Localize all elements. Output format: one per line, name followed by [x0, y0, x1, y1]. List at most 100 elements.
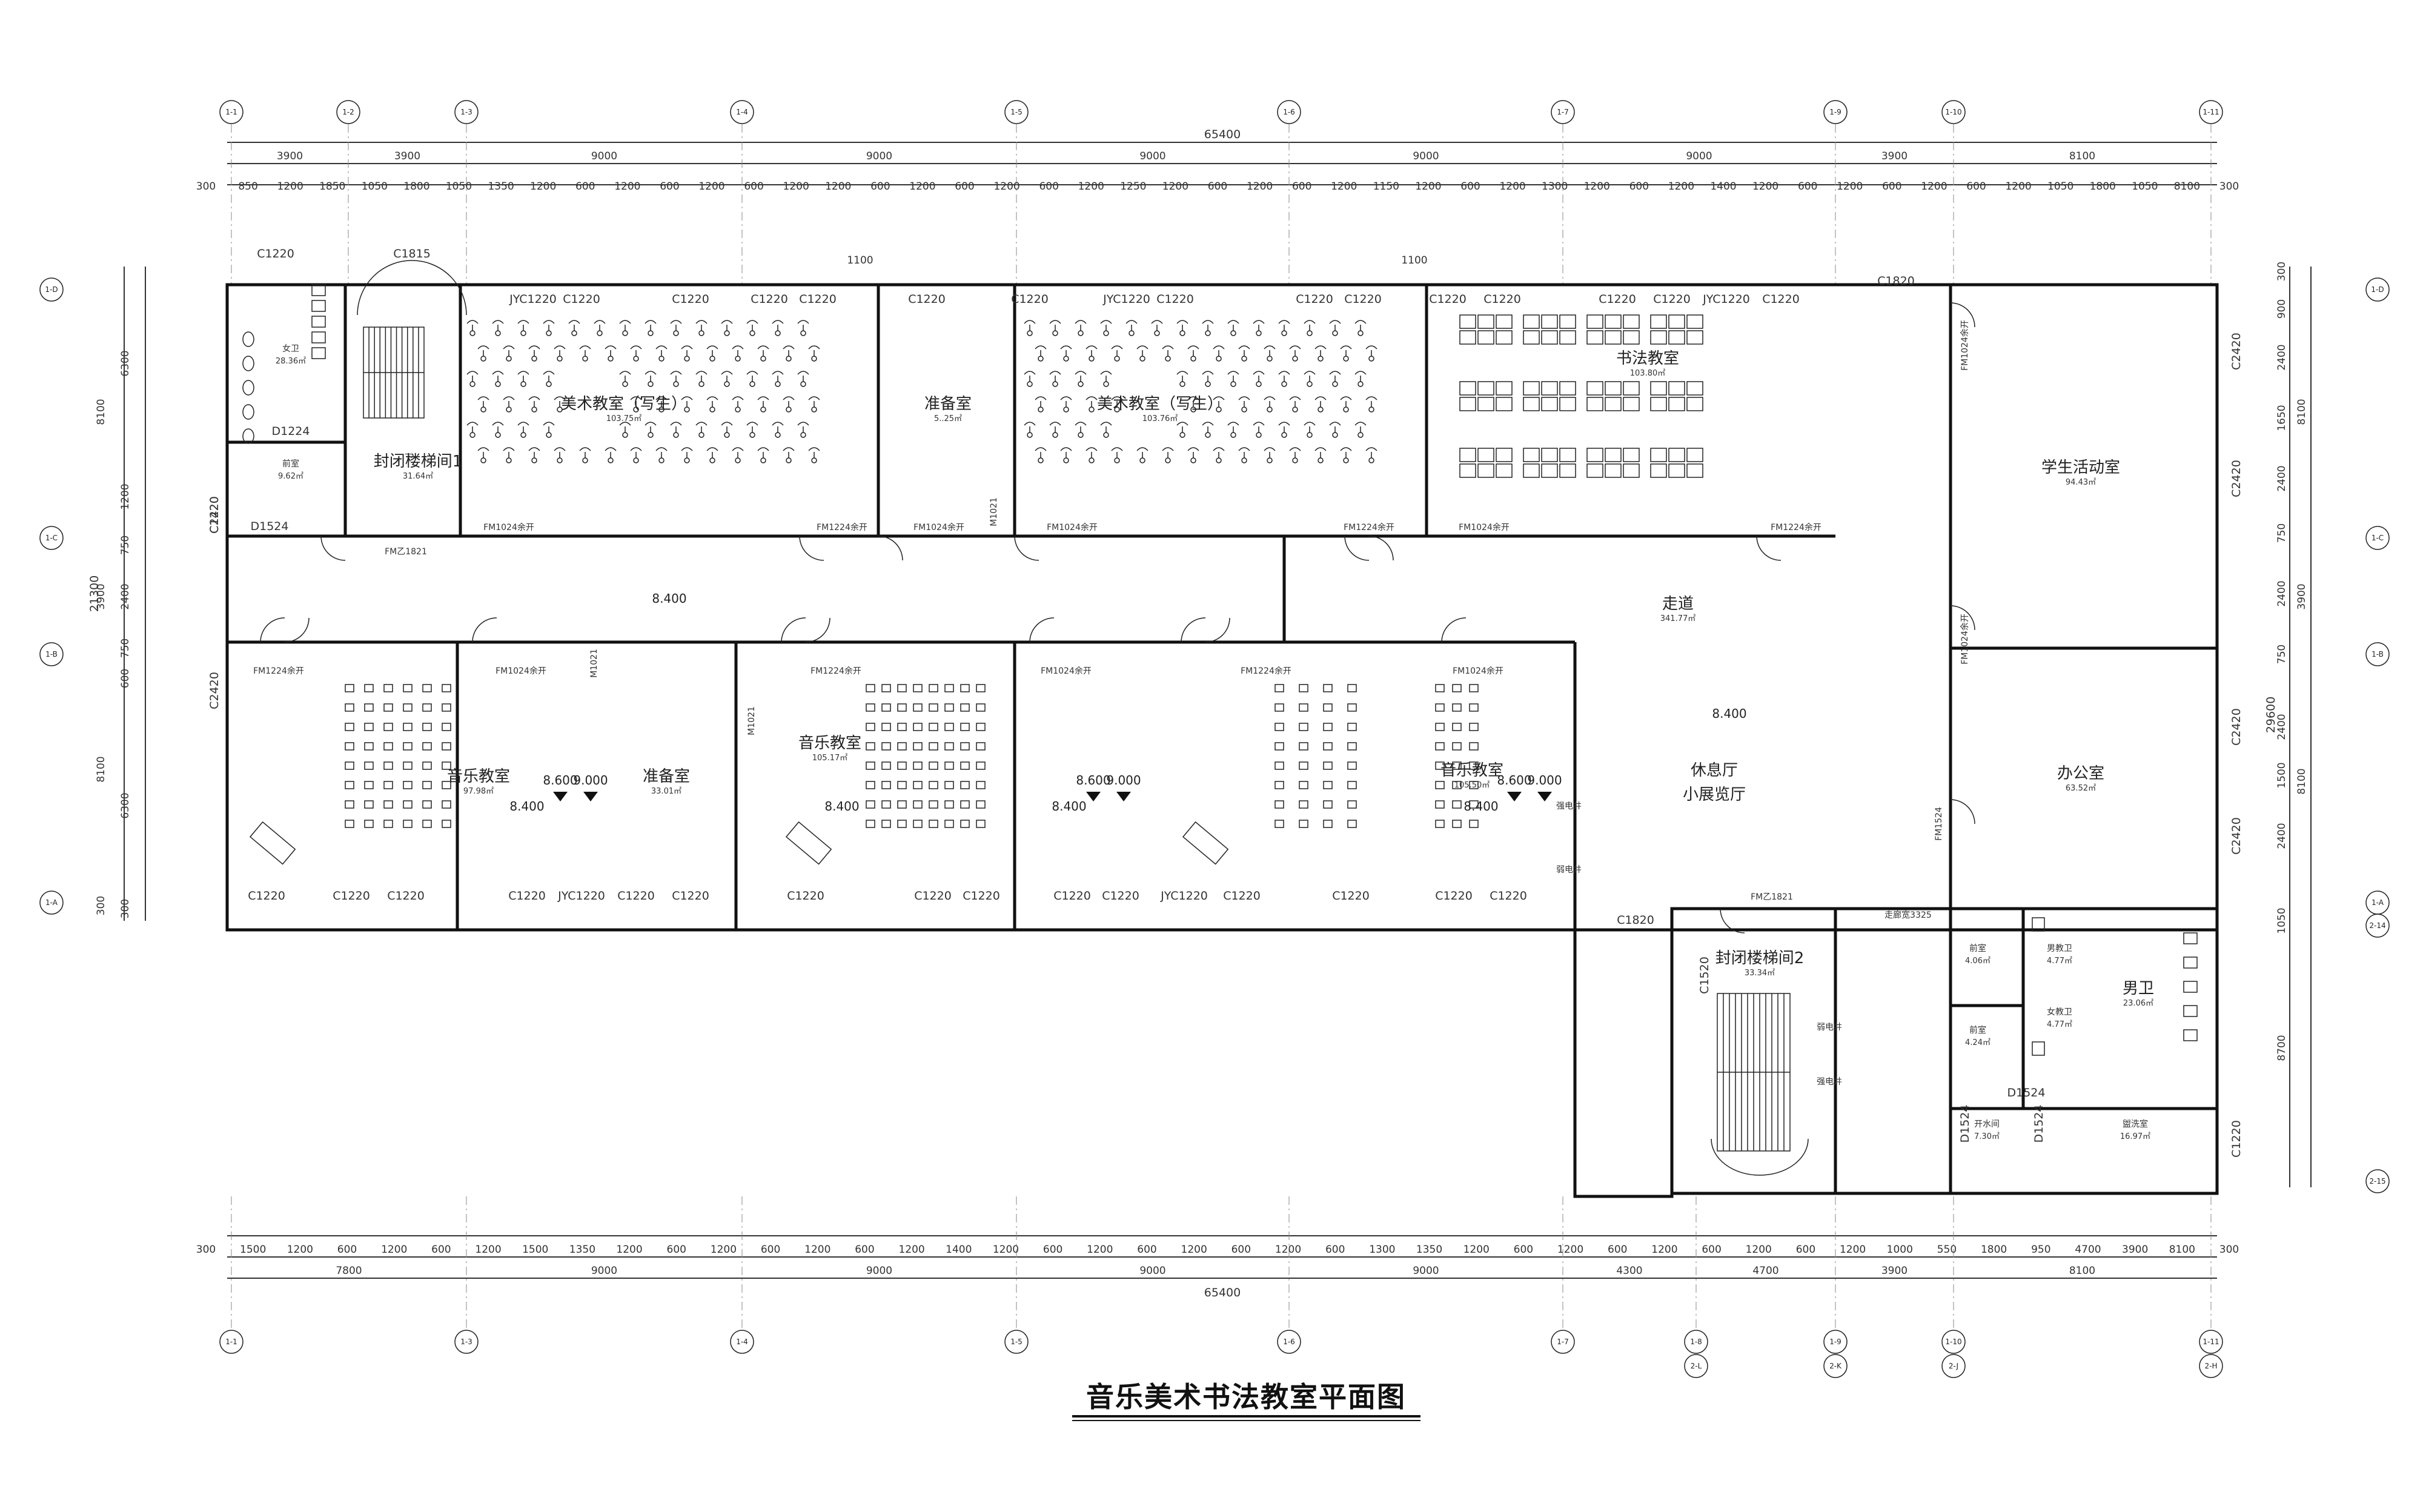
- stool: [1357, 330, 1364, 336]
- easel: [543, 422, 555, 433]
- easel: [630, 396, 642, 407]
- stool: [1343, 406, 1349, 413]
- stool: [1179, 330, 1185, 336]
- room-name: 准备室: [924, 395, 972, 413]
- easel: [1075, 371, 1087, 382]
- stool: [1089, 457, 1095, 463]
- window-label: JYC1220: [1702, 293, 1750, 306]
- seat: [422, 800, 432, 809]
- easel: [1202, 371, 1214, 382]
- window-label: C1820: [1877, 274, 1915, 288]
- desk: [1605, 330, 1622, 345]
- dim-left: 8100: [95, 399, 107, 425]
- seat: [345, 703, 354, 712]
- dim-top-row: 1800: [403, 181, 429, 193]
- easel: [1365, 447, 1377, 458]
- room-area: 105.17㎡: [812, 754, 848, 763]
- dim-top-row: 600: [1292, 181, 1311, 193]
- seat: [866, 723, 875, 731]
- easel: [1035, 447, 1047, 458]
- desk: [1559, 463, 1576, 478]
- desk: [1541, 381, 1558, 396]
- seat: [929, 703, 938, 712]
- easel: [1035, 396, 1047, 407]
- window-label: JYC1220: [509, 293, 557, 306]
- room-area: 103.76㎡: [1142, 414, 1178, 423]
- easel: [681, 447, 693, 458]
- door-label: D1224: [272, 425, 310, 438]
- desk: [1623, 314, 1640, 329]
- seat: [897, 684, 907, 692]
- easel: [477, 396, 489, 407]
- dim-bottom-row: 1200: [804, 1244, 830, 1256]
- window-label-vertical: C2420: [2230, 460, 2243, 497]
- easel: [732, 396, 744, 407]
- room-area: 97.98㎡: [463, 787, 494, 796]
- axis-bottom-1-10-circle: [1941, 1330, 1966, 1354]
- stool: [775, 381, 781, 387]
- level-triangle: [1086, 792, 1101, 801]
- stool: [495, 381, 501, 387]
- easel: [655, 396, 668, 407]
- seat: [1435, 742, 1445, 751]
- dim-top-row: 1200: [909, 181, 935, 193]
- desk: [1586, 448, 1603, 462]
- easel: [1329, 371, 1341, 382]
- stool: [786, 406, 792, 413]
- room-name: 女教卫: [2047, 1007, 2072, 1017]
- dim-top-row: 1200: [1331, 181, 1357, 193]
- seat: [442, 723, 451, 731]
- dim-bottom-row: 1000: [1887, 1244, 1913, 1256]
- seat: [866, 781, 875, 789]
- dim-top-row: 1200: [1078, 181, 1104, 193]
- room-name: 书法教室: [1616, 350, 1679, 368]
- desk: [1523, 397, 1540, 411]
- stool: [724, 432, 730, 438]
- seat: [1469, 781, 1479, 789]
- dim-top-row: 1200: [1247, 181, 1273, 193]
- stool: [1027, 432, 1033, 438]
- seat: [866, 684, 875, 692]
- seat: [913, 761, 923, 770]
- easel: [528, 447, 540, 458]
- dim-bottom-span: 9000: [1413, 1265, 1439, 1277]
- easel: [1314, 396, 1327, 407]
- easel: [477, 447, 489, 458]
- door-tag: FM1024余开: [1453, 666, 1503, 676]
- stool: [1332, 381, 1338, 387]
- door-tag-vertical: M1021: [589, 649, 599, 678]
- dim-top-span: 3900: [394, 150, 420, 162]
- stool: [1179, 381, 1185, 387]
- axis-bottom-1-1-circle: [219, 1330, 244, 1354]
- seat: [960, 781, 970, 789]
- dim-bottom-row: 1200: [1840, 1244, 1866, 1256]
- seat: [881, 703, 891, 712]
- dim-overall-top: 65400: [1204, 128, 1241, 141]
- stool: [469, 381, 476, 387]
- seat: [1274, 742, 1284, 751]
- seat: [1299, 761, 1308, 770]
- dim-top-row: 600: [1966, 181, 1986, 193]
- axis-bottom-sub-2-L-circle: [1684, 1354, 1708, 1378]
- easel: [1304, 320, 1316, 331]
- easel: [619, 422, 631, 433]
- door-label: D1524: [251, 520, 289, 533]
- seat: [881, 684, 891, 692]
- easel: [568, 320, 580, 331]
- window-label: C1220: [963, 889, 1000, 903]
- seat: [442, 800, 451, 809]
- easel: [1111, 345, 1123, 356]
- easel: [1340, 345, 1352, 356]
- axis-bottom-1-11-circle: [2199, 1330, 2223, 1354]
- window-label: C1220: [1296, 293, 1333, 306]
- easel: [1125, 320, 1138, 331]
- desk: [1559, 314, 1576, 329]
- seat: [1274, 684, 1284, 692]
- desk: [1623, 397, 1640, 411]
- dim-top-row: 1200: [1752, 181, 1778, 193]
- easel: [681, 345, 693, 356]
- seat: [1274, 800, 1284, 809]
- stool: [1129, 330, 1135, 336]
- window-label: JYC1220: [557, 889, 605, 903]
- easel: [1253, 422, 1265, 433]
